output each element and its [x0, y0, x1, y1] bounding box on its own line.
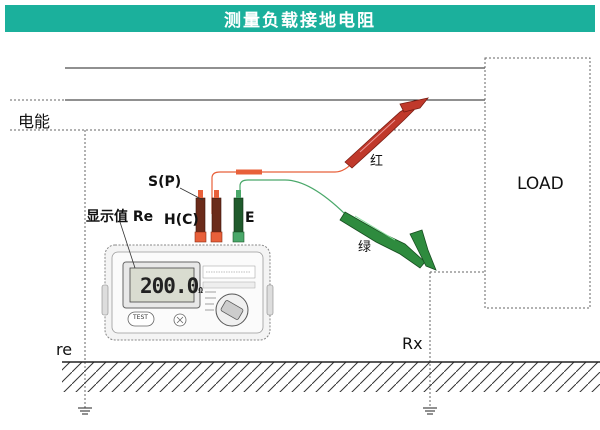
ground-symbol-right: [423, 407, 437, 415]
label-e: E: [245, 210, 255, 226]
label-rx: Rx: [402, 334, 423, 353]
sp-pointer: [179, 187, 204, 201]
label-re: re: [56, 340, 73, 359]
label-green: 绿: [358, 240, 372, 255]
diagram-title: 测量负载接地电阻: [224, 11, 376, 31]
plug-e: [232, 190, 245, 243]
plug-h: [194, 190, 207, 243]
test-button-label: TEST: [133, 314, 148, 321]
load-box: [484, 57, 591, 309]
title-bar: 测量负载接地电阻: [5, 5, 595, 32]
ground-hatch: [62, 362, 600, 392]
lcd-display: 200.0Ω: [140, 274, 203, 298]
ground-symbol-left: [78, 407, 92, 415]
red-lead-wire: [211, 159, 356, 214]
label-red: 红: [370, 154, 384, 169]
green-lead-wire: [239, 179, 346, 215]
label-power: 电能: [18, 112, 51, 131]
display-pointer: [119, 221, 136, 269]
plug-s: [210, 190, 223, 243]
label-display-value: 显示值 Re: [86, 209, 154, 225]
label-load: LOAD: [517, 174, 564, 194]
lcd-unit: Ω: [198, 286, 203, 295]
red-probe-clip: [344, 97, 430, 169]
label-sp: S(P): [148, 174, 182, 190]
green-probe-clip: [339, 211, 437, 271]
meter-body: [101, 244, 274, 341]
label-hc: H(C): [164, 212, 199, 228]
lcd-value: 200.0: [140, 274, 199, 298]
